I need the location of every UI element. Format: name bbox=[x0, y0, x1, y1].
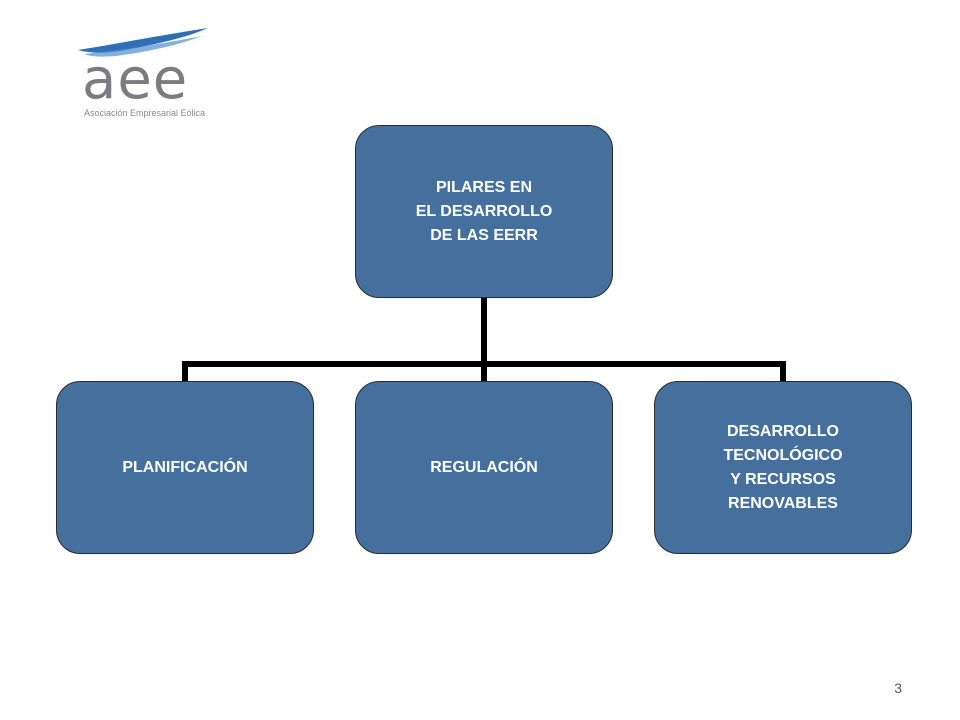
child-node-label: DESARROLLO TECNOLÓGICO Y RECURSOS RENOVA… bbox=[723, 422, 843, 512]
child-node-label: REGULACIÓN bbox=[430, 458, 538, 476]
logo-wordmark: aee bbox=[82, 47, 189, 112]
child-node-regulacion: REGULACIÓN bbox=[355, 381, 613, 554]
logo-subtitle: Asociación Empresarial Eólica bbox=[84, 108, 206, 118]
child-node-desarrollo: DESARROLLO TECNOLÓGICO Y RECURSOS RENOVA… bbox=[654, 381, 912, 554]
root-node: PILARES EN EL DESARROLLO DE LAS EERR bbox=[355, 125, 613, 298]
page-number: 3 bbox=[894, 680, 902, 696]
child-node-label: PLANIFICACIÓN bbox=[122, 458, 248, 476]
child-node-planificacion: PLANIFICACIÓN bbox=[56, 381, 314, 554]
logo-swoosh-icon bbox=[78, 28, 208, 57]
root-node-label: PILARES EN EL DESARROLLO DE LAS EERR bbox=[415, 178, 553, 244]
aee-logo bbox=[76, 26, 226, 126]
